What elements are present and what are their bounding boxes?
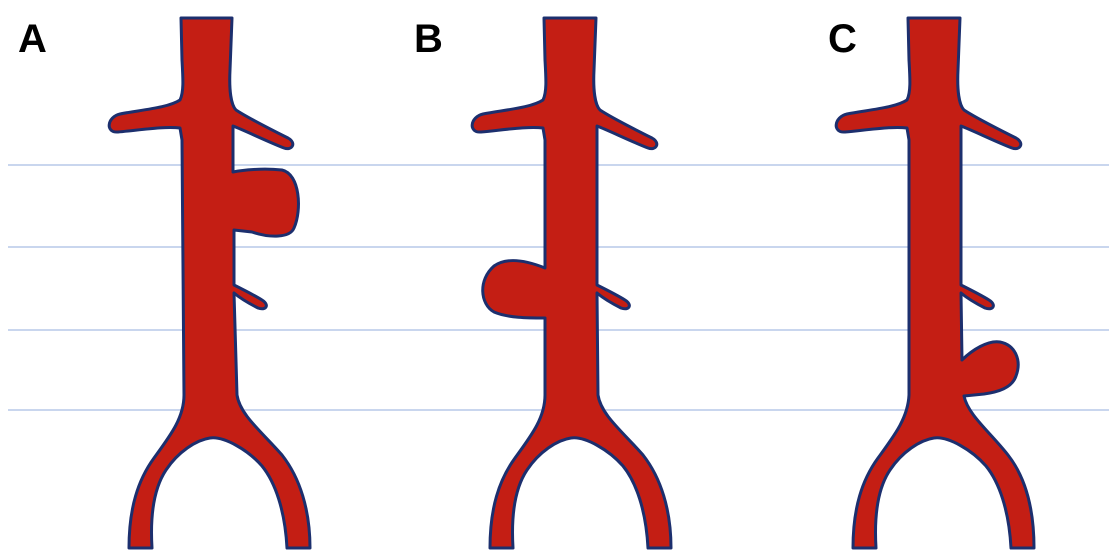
aorta-with-upper-right-aneurysm bbox=[109, 18, 310, 548]
panel-b-label: B bbox=[414, 17, 443, 61]
panel-b: B bbox=[414, 17, 671, 548]
panel-a-label: A bbox=[18, 17, 47, 61]
aorta-with-middle-left-aneurysm bbox=[472, 18, 671, 548]
panel-a: A bbox=[18, 17, 310, 548]
panel-c-label: C bbox=[828, 17, 857, 61]
panel-c: C bbox=[828, 17, 1034, 548]
aorta-with-lower-right-aneurysm bbox=[836, 18, 1034, 548]
